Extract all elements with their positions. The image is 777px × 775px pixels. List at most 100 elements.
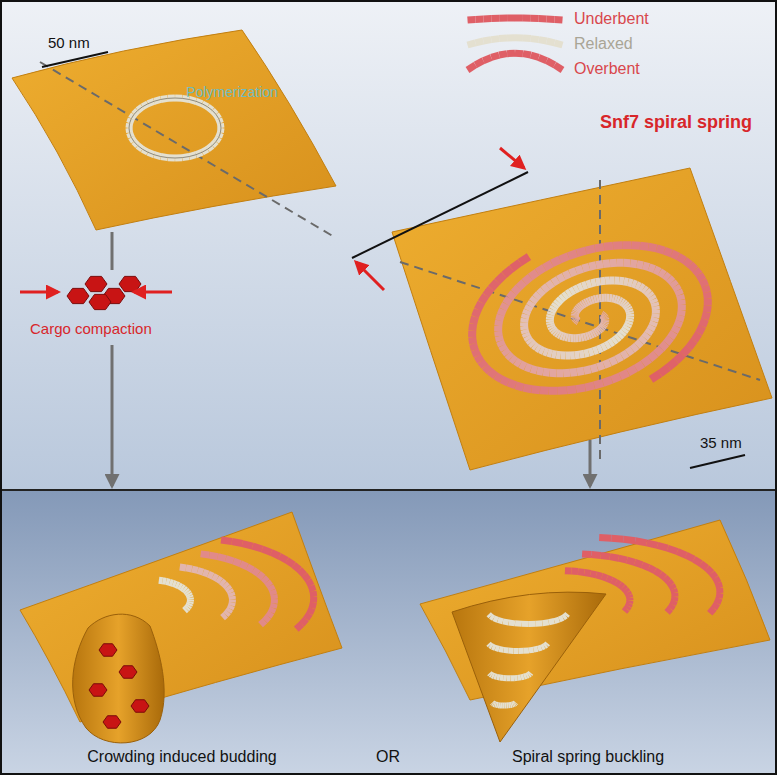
filament-subunit bbox=[265, 617, 269, 621]
filament-subunit bbox=[131, 137, 134, 141]
filament-subunit bbox=[142, 104, 147, 107]
filament-subunit bbox=[262, 549, 271, 552]
filament-subunit bbox=[561, 297, 564, 299]
filament-subunit bbox=[491, 55, 499, 57]
filament-subunit bbox=[703, 305, 712, 312]
filament-subunit bbox=[710, 608, 714, 613]
filament-subunit bbox=[626, 314, 634, 316]
filament-subunit bbox=[635, 562, 642, 565]
filament-subunit bbox=[596, 575, 602, 577]
dashed-axis bbox=[400, 262, 760, 380]
filament-subunit bbox=[570, 271, 576, 274]
filament-subunit bbox=[161, 157, 168, 158]
filament-subunit bbox=[535, 294, 539, 298]
filament-subunit bbox=[592, 551, 601, 559]
filament-subunit bbox=[547, 41, 555, 43]
filament-subunit bbox=[229, 590, 231, 593]
filament-subunit bbox=[209, 555, 217, 557]
filament-subunit bbox=[578, 286, 582, 288]
filament-subunit bbox=[707, 568, 712, 573]
filament-subunit bbox=[523, 15, 531, 22]
filament-subunit bbox=[557, 333, 559, 334]
scale-bar bbox=[42, 52, 108, 67]
filament-subunit bbox=[228, 609, 230, 612]
filament-subunit bbox=[530, 272, 537, 277]
filament-subunit bbox=[625, 304, 627, 306]
filament-subunit bbox=[130, 119, 132, 124]
filament-subunit bbox=[657, 545, 667, 548]
outcome-label: Crowding induced budding bbox=[87, 748, 276, 766]
filament-subunit bbox=[537, 268, 544, 273]
filament-subunit bbox=[555, 16, 563, 24]
filament-subunit bbox=[643, 265, 649, 267]
filament-subunit bbox=[142, 149, 147, 152]
filament-subunit bbox=[651, 303, 660, 306]
filament-subunit bbox=[221, 581, 224, 584]
filament-subunit bbox=[689, 341, 694, 348]
filament-subunit bbox=[559, 618, 563, 620]
filament-subunit bbox=[519, 282, 525, 287]
filament-subunit bbox=[567, 292, 570, 294]
filament-subunit bbox=[129, 123, 131, 128]
filament-subunit bbox=[561, 351, 566, 359]
filament-subunit bbox=[667, 609, 670, 613]
filament-subunit bbox=[221, 540, 232, 541]
filament-subunit bbox=[589, 265, 596, 267]
filament-subunit bbox=[196, 101, 202, 103]
filament-subunit bbox=[616, 337, 619, 339]
filament-subunit bbox=[548, 353, 552, 354]
filament-subunit bbox=[304, 575, 308, 580]
filament-subunit bbox=[653, 322, 655, 326]
filament-subunit bbox=[524, 647, 529, 653]
filament-subunit bbox=[677, 321, 679, 327]
filament-subunit bbox=[219, 133, 221, 138]
filament-subunit bbox=[198, 570, 203, 572]
filament-subunit bbox=[628, 603, 629, 606]
filament-subunit bbox=[491, 15, 499, 22]
legend-label: Underbent bbox=[574, 10, 649, 28]
filament-subunit bbox=[598, 311, 607, 320]
filament-subunit bbox=[520, 322, 528, 326]
filament-subunit bbox=[253, 570, 258, 574]
compression-arrow bbox=[500, 148, 524, 168]
filament-subunit bbox=[306, 614, 309, 619]
filament-subunit bbox=[161, 157, 168, 158]
legend-filaments bbox=[468, 18, 563, 70]
filament-subunit bbox=[539, 15, 547, 22]
filament-subunit bbox=[624, 539, 636, 541]
filament-subunit bbox=[653, 299, 654, 302]
filament-subunit bbox=[648, 247, 656, 249]
filament-subunit bbox=[216, 137, 219, 141]
filament-subunit bbox=[154, 99, 161, 101]
filament-subunit bbox=[572, 315, 581, 324]
filament-subunit bbox=[627, 324, 628, 327]
filament-subunit bbox=[600, 312, 609, 321]
filament-subunit bbox=[657, 248, 665, 250]
filament-subunit bbox=[544, 351, 548, 352]
filament-subunit bbox=[525, 367, 531, 369]
filament-subunit bbox=[515, 620, 522, 627]
filament-subunit bbox=[584, 353, 589, 354]
filament-subunit bbox=[600, 328, 601, 329]
filament-subunit bbox=[616, 356, 622, 359]
filament-subunit bbox=[699, 275, 702, 281]
filament-subunit bbox=[201, 554, 210, 555]
snf7-spiral bbox=[472, 245, 708, 391]
filament-subunit bbox=[130, 119, 132, 124]
filament-subunit bbox=[185, 609, 187, 611]
filament-subunit bbox=[522, 621, 529, 627]
filament-subunit bbox=[678, 290, 680, 295]
filament-subunit bbox=[549, 387, 558, 395]
filament-subunit bbox=[503, 621, 509, 622]
process-label: Polymerization bbox=[186, 84, 278, 100]
filament-subunit bbox=[624, 609, 626, 612]
filament-subunit bbox=[660, 272, 665, 275]
filament-subunit bbox=[591, 282, 596, 283]
filament-subunit bbox=[202, 149, 207, 152]
bottom-panel bbox=[0, 490, 777, 775]
filament-subunit bbox=[627, 606, 629, 609]
filament-subunit bbox=[607, 578, 612, 580]
filament-subunit bbox=[613, 339, 616, 341]
filament-subunit bbox=[649, 294, 651, 297]
filament-subunit bbox=[596, 264, 603, 265]
